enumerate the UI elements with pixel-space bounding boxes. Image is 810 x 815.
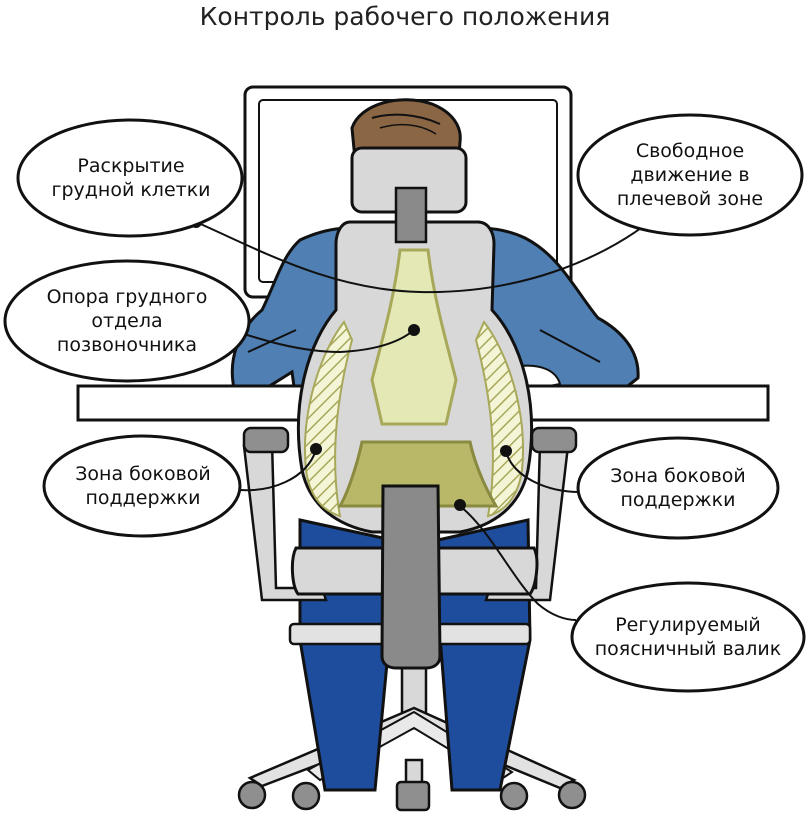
left-side-support-zone — [304, 320, 354, 518]
callout-lumbar-bubble — [570, 581, 806, 693]
thoracic-support-zone — [370, 248, 458, 426]
callout-side-left-bubble — [42, 434, 242, 538]
chair-base — [237, 663, 587, 812]
callout-thoracic-bubble — [3, 259, 251, 383]
left-armrest — [242, 426, 328, 602]
callout-chest-bubble — [16, 118, 244, 238]
callout-shoulder-bubble — [576, 113, 804, 237]
chair-backrest — [296, 220, 534, 670]
lumbar-support-zone — [337, 440, 499, 508]
callout-bubbles — [3, 113, 806, 693]
diagram-title: Контроль рабочего положения — [199, 2, 611, 31]
right-armrest — [484, 426, 578, 602]
callout-side-right-bubble — [576, 436, 780, 540]
chair-headrest — [350, 146, 468, 244]
right-side-support-zone — [474, 320, 524, 518]
